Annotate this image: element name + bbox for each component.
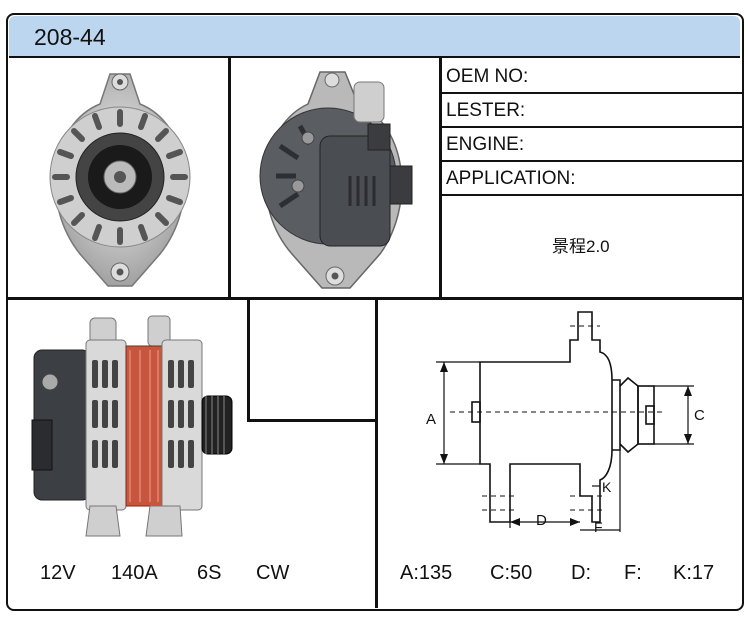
lester-label: LESTER: bbox=[446, 100, 526, 121]
header-wrapper: 208-44 bbox=[6, 13, 745, 58]
dim-d: D: bbox=[571, 562, 591, 584]
front-view-image bbox=[49, 73, 191, 287]
label-f: F bbox=[594, 519, 603, 535]
col-divider-top-1 bbox=[228, 58, 231, 299]
info-row-line-2 bbox=[439, 126, 742, 128]
oem-label: OEM NO: bbox=[446, 66, 529, 87]
application-label: APPLICATION: bbox=[446, 168, 576, 189]
dim-f: F: bbox=[624, 562, 642, 584]
dim-a: A:135 bbox=[400, 562, 453, 584]
dim-c: C:50 bbox=[490, 562, 533, 584]
label-k: K bbox=[602, 479, 612, 495]
spec-voltage: 12V bbox=[40, 562, 76, 584]
part-number-title: 208-44 bbox=[34, 24, 106, 50]
spec-rotation: CW bbox=[256, 562, 290, 584]
dimension-drawing: A C D K F bbox=[426, 311, 705, 535]
side-view-image bbox=[31, 315, 233, 537]
label-d: D bbox=[536, 512, 547, 529]
dim-k: K:17 bbox=[673, 562, 715, 584]
header-bar bbox=[8, 15, 740, 58]
row-divider bbox=[6, 297, 742, 300]
info-row-line-3 bbox=[439, 160, 742, 162]
info-row-line-4 bbox=[439, 194, 742, 196]
inner-box-bottom bbox=[247, 419, 378, 422]
info-row-line-1 bbox=[439, 92, 742, 94]
rear-view-image bbox=[259, 71, 413, 289]
col-divider-bottom-1 bbox=[247, 297, 250, 421]
engine-label: ENGINE: bbox=[446, 134, 525, 155]
application-note: 景程2.0 bbox=[552, 237, 610, 256]
col-divider-bottom-2 bbox=[375, 297, 378, 608]
col-divider-top-2 bbox=[439, 58, 442, 299]
spec-pulley: 6S bbox=[197, 562, 222, 584]
label-a: A bbox=[426, 411, 436, 428]
label-c: C bbox=[694, 407, 705, 424]
spec-amperage: 140A bbox=[111, 562, 158, 584]
